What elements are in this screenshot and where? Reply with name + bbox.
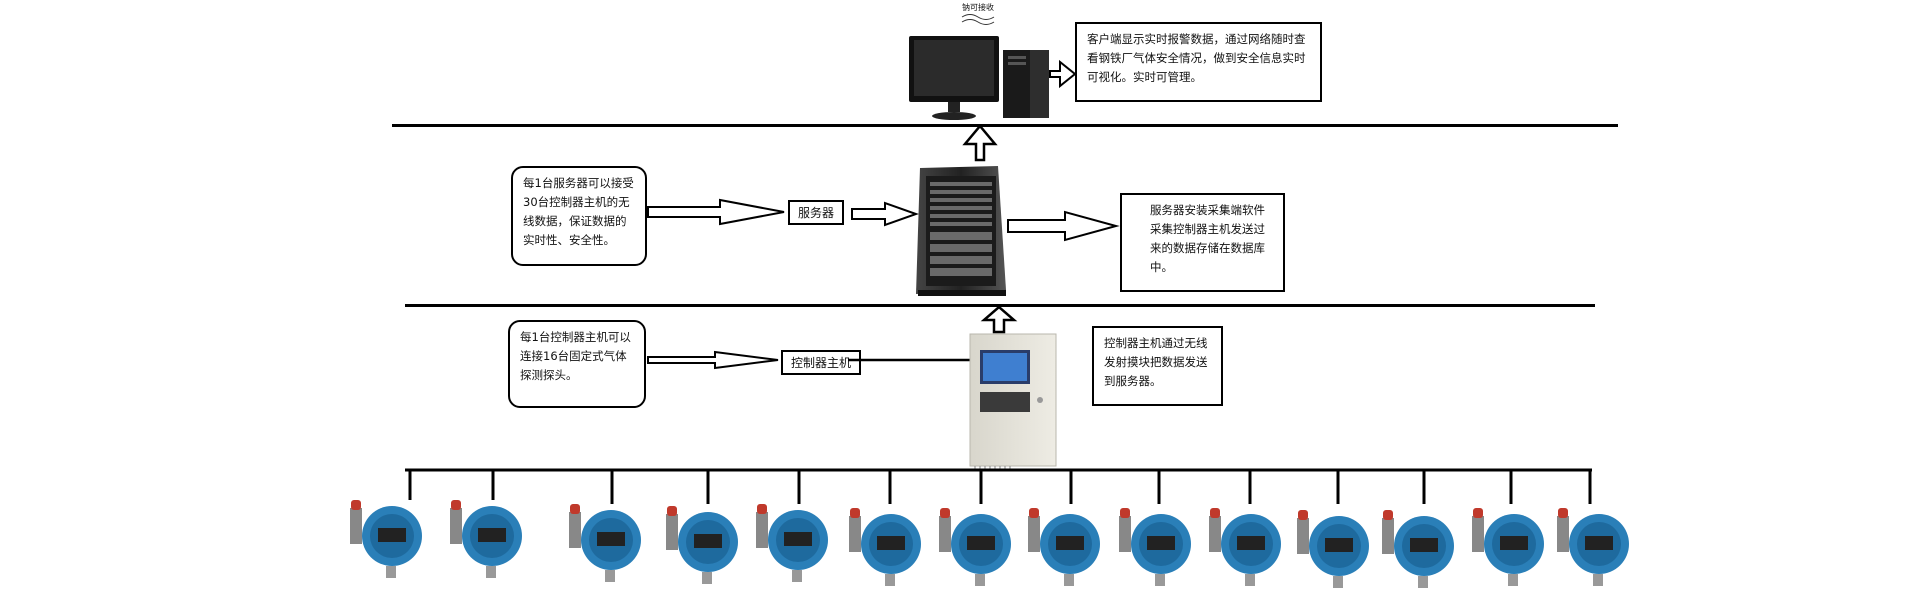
detector [1472,508,1544,586]
detector [939,508,1011,586]
server-software-note: 服务器安装采集端软件采集控制器主机发送过来的数据存储在数据库中。 [1120,193,1285,292]
detector [1209,508,1281,586]
separator-top [392,124,1618,127]
client-caption: 钠可接收 [962,3,994,12]
controller-cabinet-icon [969,333,1057,470]
server-capacity-note: 每1台服务器可以接受30台控制器主机的无线数据，保证数据的实时性、安全性。 [511,166,647,266]
detector [756,504,828,582]
arrow-note-to-controller-label [647,350,779,370]
detector [1119,508,1191,586]
controller-label: 控制器主机 [781,350,862,375]
server-icon [916,166,1006,296]
pc-tower-icon [1003,50,1049,118]
detector [1297,510,1369,588]
detector [666,506,738,584]
arrow-note-to-server-label [647,198,785,226]
wireless-signal-icon [961,14,995,25]
detector [1382,510,1454,588]
arrow-up-to-server [980,305,1018,334]
detector-bus [405,468,1592,504]
controller-wireless-note: 控制器主机通过无线发射摸块把数据发送到服务器。 [1092,326,1223,406]
detector [849,508,921,586]
detector [1028,508,1100,586]
client-note: 客户端显示实时报警数据，通过网络随时查看钢铁厂气体安全情况，做到安全信息实时可视… [1075,22,1322,102]
detector [1557,508,1629,586]
controller-capacity-note: 每1台控制器主机可以连接16台固定式气体探测探头。 [508,320,646,408]
separator-middle [405,304,1595,307]
arrow-server-to-note [1007,210,1120,242]
monitor-icon [909,36,999,120]
server-label: 服务器 [788,200,845,225]
detector [450,500,522,578]
detector [350,500,422,578]
arrow-client [1049,59,1077,89]
arrow-label-to-server [851,201,919,227]
detector [569,504,641,582]
arrow-up-to-client [962,124,998,162]
